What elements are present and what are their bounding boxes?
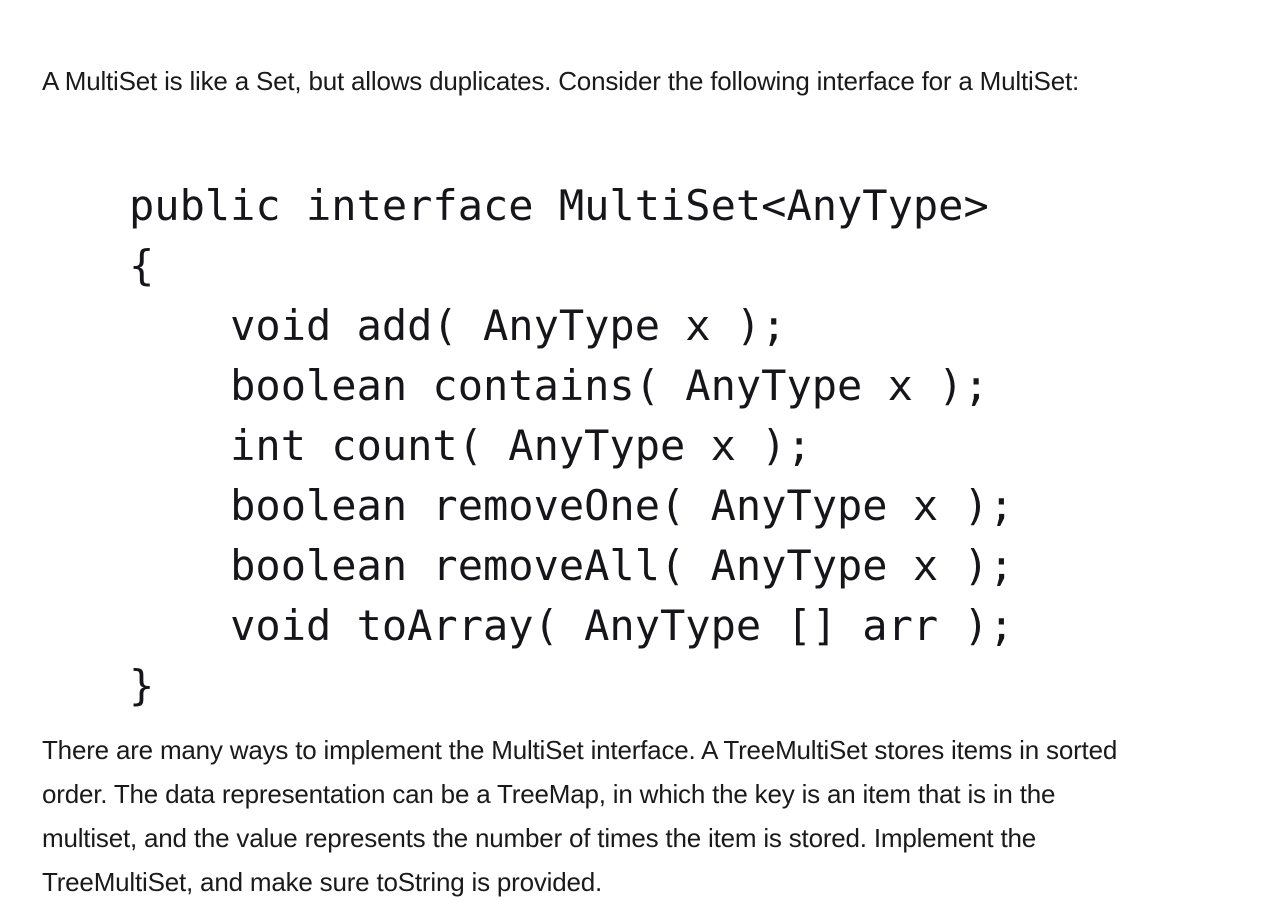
intro-paragraph: A MultiSet is like a Set, but allows dup…: [42, 66, 1080, 96]
code-content: public interface MultiSet<AnyType> { void…: [129, 176, 1014, 716]
code-line: {: [129, 241, 155, 290]
code-line: public interface MultiSet<AnyType>: [129, 181, 989, 230]
code-block-multiset-interface: public interface MultiSet<AnyType> { void…: [129, 176, 1014, 716]
outro-paragraph-line: order. The data representation can be a …: [42, 779, 1056, 809]
code-line: }: [129, 661, 155, 710]
code-line: boolean contains( AnyType x );: [129, 361, 989, 410]
code-line: boolean removeAll( AnyType x );: [129, 541, 1015, 590]
code-line: boolean removeOne( AnyType x );: [129, 481, 1015, 530]
code-line: void add( AnyType x );: [129, 301, 787, 350]
outro-paragraph-line: There are many ways to implement the Mul…: [42, 735, 1118, 765]
outro-paragraph: There are many ways to implement the Mul…: [42, 728, 1242, 904]
outro-paragraph-line: multiset, and the value represents the n…: [42, 823, 1037, 853]
code-line: void toArray( AnyType [] arr );: [129, 601, 1015, 650]
outro-paragraph-line: TreeMultiSet, and make sure toString is …: [42, 867, 603, 897]
code-line: int count( AnyType x );: [129, 421, 812, 470]
